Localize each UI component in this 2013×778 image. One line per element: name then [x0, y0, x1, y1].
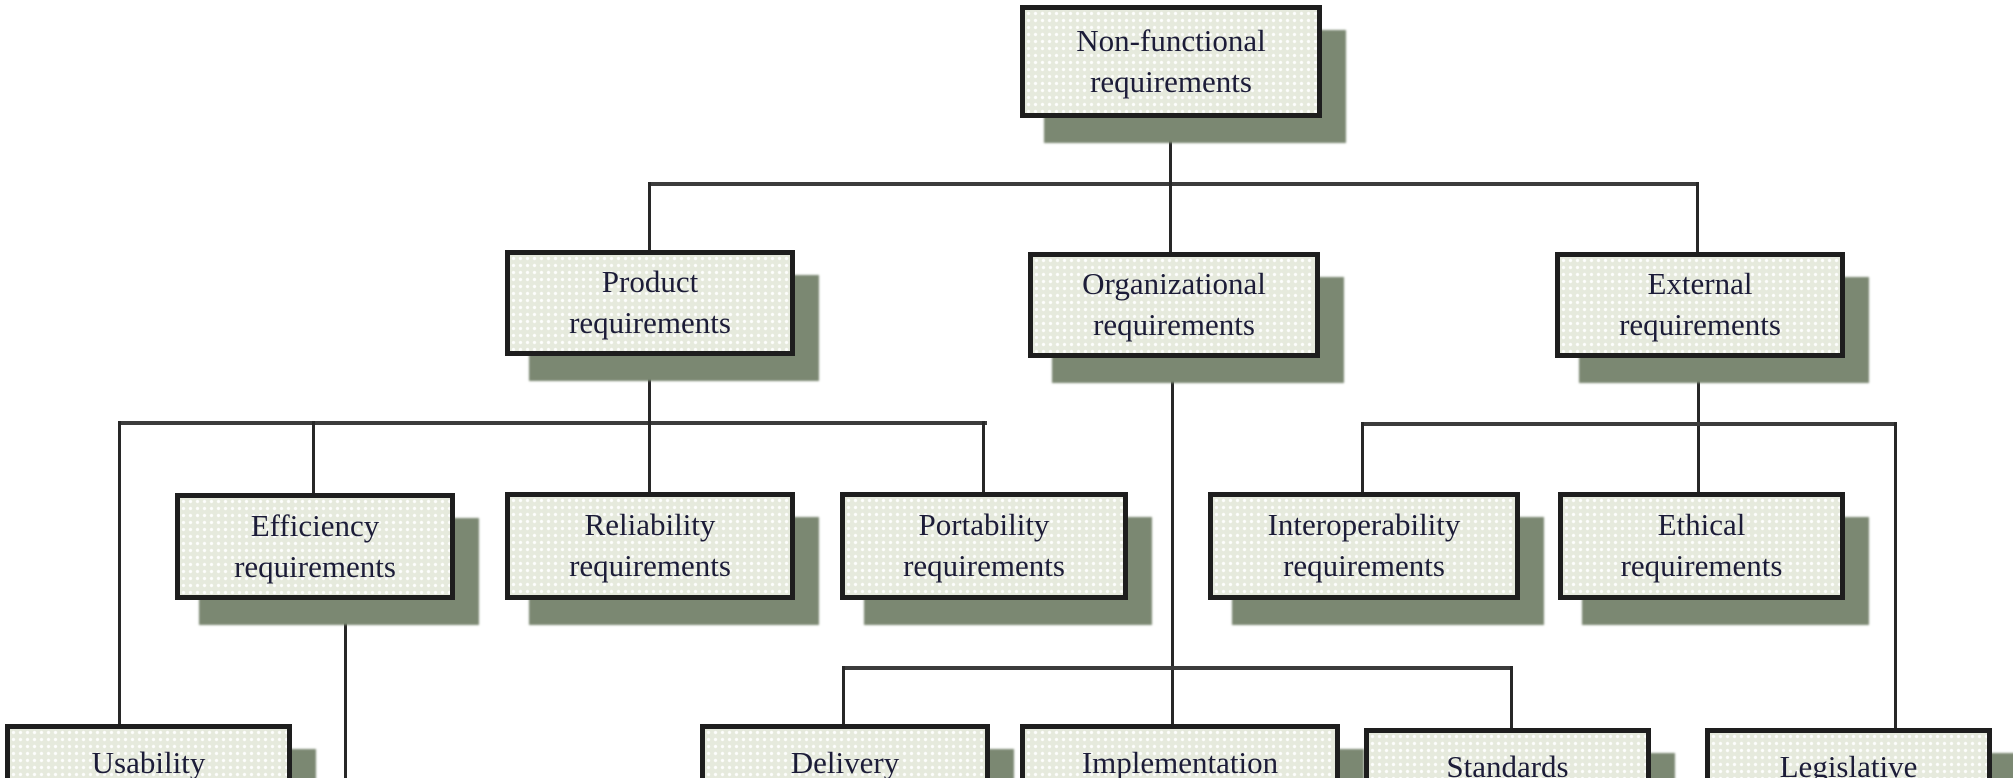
- node-implementation-requirements: Implementation: [1020, 724, 1340, 778]
- node-portability-requirements: Portability requirements: [840, 492, 1128, 600]
- connector-organizational-drop: [1169, 182, 1172, 254]
- node-organizational-requirements: Organizational requirements: [1028, 252, 1320, 358]
- connector-usability-drop: [118, 421, 121, 726]
- connector-root-trunk: [1169, 118, 1172, 186]
- connector-product-children-bar: [119, 421, 987, 425]
- connector-efficiency-trunk: [344, 598, 347, 778]
- node-delivery-requirements: Delivery: [700, 724, 990, 778]
- node-product-requirements: Product requirements: [505, 250, 795, 356]
- node-efficiency-requirements: Efficiency requirements: [175, 493, 455, 600]
- connector-level1-bar: [649, 182, 1699, 186]
- node-external-requirements: External requirements: [1555, 252, 1845, 358]
- connector-product-trunk: [648, 355, 651, 425]
- node-interoperability-requirements: Interoperability requirements: [1208, 492, 1520, 600]
- connector-external-trunk: [1697, 358, 1700, 494]
- node-standards-requirements: Standards: [1364, 728, 1651, 778]
- connector-external-drop: [1696, 182, 1699, 254]
- node-reliability-requirements: Reliability requirements: [505, 492, 795, 600]
- node-ethical-requirements: Ethical requirements: [1558, 492, 1845, 600]
- connector-legislative-drop: [1894, 422, 1897, 732]
- connector-reliability-drop: [648, 421, 651, 494]
- connector-standards-drop: [1510, 666, 1513, 730]
- connector-delivery-drop: [842, 666, 845, 726]
- connector-organizational-trunk: [1171, 358, 1174, 726]
- connector-efficiency-drop: [312, 421, 315, 495]
- connector-interoperability-drop: [1361, 422, 1364, 494]
- connector-portability-drop: [982, 421, 985, 494]
- node-legislative-requirements: Legislative: [1705, 728, 1992, 778]
- node-nonfunctional-requirements: Non-functional requirements: [1020, 5, 1322, 118]
- connector-product-drop: [648, 182, 651, 252]
- connector-organizational-children-bar: [843, 666, 1513, 670]
- node-usability-requirements: Usability: [5, 724, 292, 778]
- connector-external-children-bar: [1362, 422, 1897, 426]
